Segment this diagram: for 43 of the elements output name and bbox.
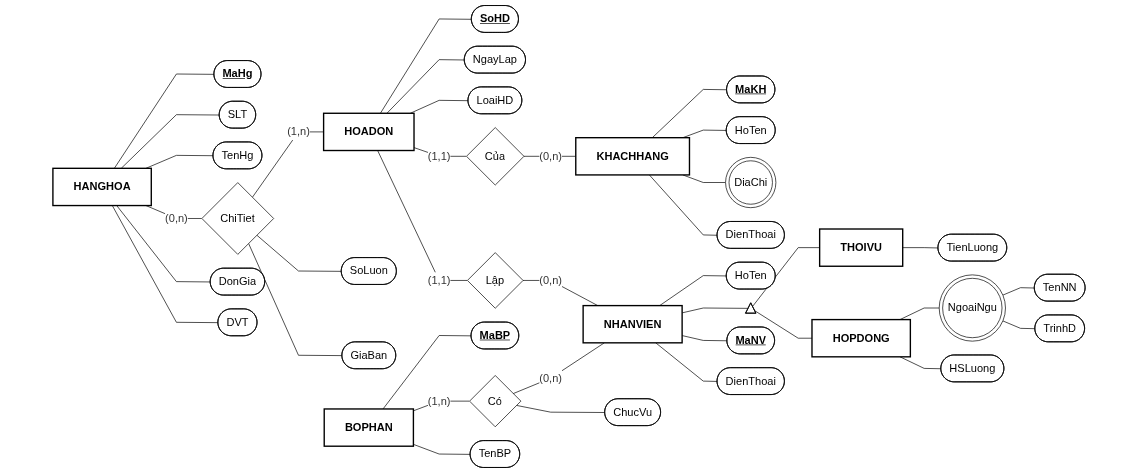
node-box: NHANVIEN (582, 304, 683, 344)
connector (145, 155, 214, 169)
connector (380, 18, 473, 114)
edge-label: (0,n) (165, 212, 188, 225)
node-box: HANGHOA (52, 167, 152, 207)
node-box: KHACHHANG (575, 137, 691, 176)
connector (377, 150, 468, 281)
connector (251, 131, 324, 198)
connector (1002, 320, 1036, 330)
connector (752, 247, 820, 307)
node-diamond: ChiTiet (201, 182, 275, 255)
connector (902, 247, 939, 249)
connector (413, 444, 471, 455)
node-box: THOIVU (818, 228, 904, 267)
connector (409, 100, 469, 114)
connector (659, 275, 727, 306)
node-diamond: Lập (467, 252, 524, 309)
connector (248, 242, 343, 356)
edge-label: (0,n) (539, 372, 562, 384)
edge-label: (1,1) (427, 274, 451, 286)
node-box: BOPHAN (323, 408, 415, 447)
connector (256, 234, 342, 272)
connector (899, 307, 940, 320)
edge-label: (1,n) (287, 125, 310, 138)
connector (512, 342, 605, 394)
node-diamond: Có (469, 375, 522, 428)
connector (1002, 287, 1035, 296)
connector (386, 59, 465, 114)
node-box: HOPDONG (811, 318, 912, 358)
node-box: HOADON (322, 112, 415, 152)
connector (682, 174, 726, 183)
node-diamond: Của (466, 127, 525, 186)
connector (515, 405, 606, 413)
edge-label: (1,n) (427, 394, 451, 407)
edge-label: (0,n) (539, 150, 562, 162)
connector (120, 114, 220, 169)
connector (655, 342, 718, 382)
connector (651, 89, 728, 139)
connector (899, 356, 942, 370)
edge-label: (1,1) (427, 150, 451, 162)
connector (114, 73, 215, 169)
connector (649, 174, 718, 236)
edge-label: (0,n) (539, 274, 562, 286)
